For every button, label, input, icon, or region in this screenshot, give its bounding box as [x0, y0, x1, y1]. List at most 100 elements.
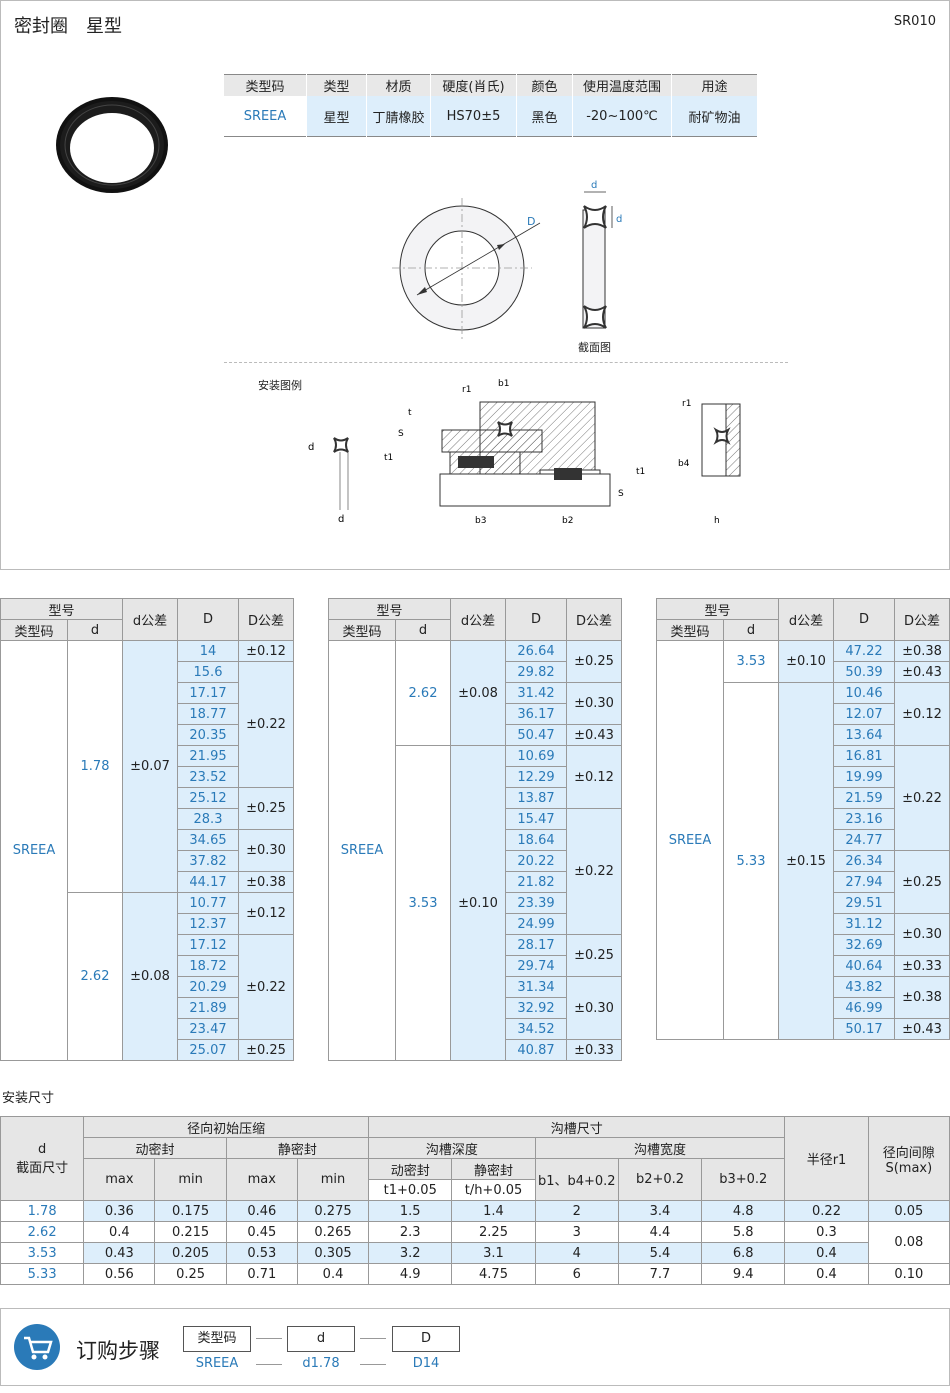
order-box-d: d	[287, 1326, 355, 1352]
D-tol-cell: ±0.30	[566, 976, 622, 1040]
install-cell: 2.62	[0, 1221, 85, 1243]
D-tol-cell: ±0.12	[238, 640, 294, 662]
D-tol-cell: ±0.43	[894, 1018, 950, 1040]
inst-head-max: max	[225, 1158, 298, 1201]
th-dtol: d公差	[450, 598, 506, 641]
install-cell: 0.53	[225, 1242, 298, 1264]
D-cell: 17.17	[177, 682, 239, 704]
install-diagram: d d r1 b1 t S t1 b3 b2 t1 S r1 b4 h	[308, 379, 741, 526]
install-cell: 5.33	[0, 1263, 85, 1285]
d-cell: 3.53	[723, 640, 779, 683]
spec-header: 用途	[671, 74, 758, 96]
D-cell: 50.39	[833, 661, 895, 683]
th-dtol: d公差	[122, 598, 178, 641]
D-cell: 36.17	[505, 703, 567, 725]
th-Dtol: D公差	[566, 598, 622, 641]
D-cell: 31.12	[833, 913, 895, 935]
install-cell: 3	[534, 1221, 619, 1243]
D-tol-cell: ±0.22	[566, 808, 622, 935]
D-cell: 47.22	[833, 640, 895, 662]
product-code: SR010	[893, 14, 936, 29]
D-cell: 29.51	[833, 892, 895, 914]
d-cell: 2.62	[395, 640, 451, 746]
install-cell: 0.36	[83, 1200, 156, 1222]
spec-header: 颜色	[516, 74, 573, 96]
install-cell: 2.25	[451, 1221, 536, 1243]
D-cell: 13.87	[505, 787, 567, 809]
install-cell: 1.78	[0, 1200, 85, 1222]
D-cell: 23.52	[177, 766, 239, 788]
spec-table: 类型码 类型 材质 硬度(肖氏) 颜色 使用温度范围 用途 SREEA 星型 丁…	[224, 74, 758, 137]
D-cell: 31.42	[505, 682, 567, 704]
D-cell: 10.46	[833, 682, 895, 704]
t1-label: t1	[636, 467, 645, 477]
install-example-label: 安装图例	[258, 379, 302, 392]
D-cell: 50.17	[833, 1018, 895, 1040]
install-cell: 3.2	[368, 1242, 453, 1264]
D-cell: 28.3	[177, 808, 239, 830]
D-cell: 29.74	[505, 955, 567, 977]
order-connector	[256, 1338, 282, 1339]
D-cell: 44.17	[177, 871, 239, 893]
dim-d-label: d	[591, 180, 597, 191]
th-D: D	[177, 598, 239, 641]
D-cell: 12.07	[833, 703, 895, 725]
d-tol-cell: ±0.08	[450, 640, 506, 746]
section-caption: 截面图	[578, 340, 611, 354]
install-cell: 0.56	[83, 1263, 156, 1285]
order-box-D: D	[392, 1326, 460, 1352]
dim-d-label: d	[616, 214, 622, 225]
d-tol-cell: ±0.08	[122, 892, 178, 1061]
inst-head-dyn: 动密封	[83, 1137, 227, 1159]
b4-label: b4	[678, 459, 690, 469]
order-value-D: D14	[412, 1356, 440, 1371]
inst-head-r1: 半径r1	[784, 1116, 869, 1201]
install-cell: 0.265	[296, 1221, 370, 1243]
inst-head-groove: 沟槽尺寸	[368, 1116, 786, 1138]
r1-label: r1	[462, 385, 471, 395]
divider	[224, 362, 788, 363]
D-cell: 34.65	[177, 829, 239, 851]
D-tol-cell: ±0.25	[238, 787, 294, 830]
D-cell: 21.82	[505, 871, 567, 893]
th-model: 型号	[0, 598, 123, 620]
spec-header: 材质	[366, 74, 431, 96]
inst-head-b2: b2+0.2	[617, 1158, 703, 1201]
th-D: D	[505, 598, 567, 641]
inst-head-depth: 沟槽深度	[368, 1137, 536, 1159]
d-tol-cell: ±0.10	[450, 745, 506, 1061]
th-type: 类型码	[328, 619, 396, 641]
install-cell: 0.4	[296, 1263, 370, 1285]
spec-cell: SREEA	[224, 96, 307, 137]
D-cell: 18.77	[177, 703, 239, 725]
install-cell: 4.8	[701, 1200, 786, 1222]
inst-head-t1: t1+0.05	[368, 1179, 453, 1201]
D-tol-cell: ±0.38	[238, 871, 294, 893]
D-cell: 15.47	[505, 808, 567, 830]
dim-D-label: D	[527, 215, 535, 228]
D-tol-cell: ±0.12	[894, 682, 950, 746]
D-tol-cell: ±0.25	[566, 934, 622, 977]
spec-header: 硬度(肖氏)	[430, 74, 517, 96]
d-cell: 1.78	[67, 640, 123, 893]
D-cell: 15.6	[177, 661, 239, 683]
install-cell: 0.22	[784, 1200, 869, 1222]
D-tol-cell: ±0.33	[894, 955, 950, 977]
spec-header: 类型码	[224, 74, 307, 96]
page-title: 密封圈 星型	[14, 16, 122, 37]
D-cell: 13.64	[833, 724, 895, 746]
D-tol-cell: ±0.22	[894, 745, 950, 851]
D-cell: 31.34	[505, 976, 567, 998]
D-tol-cell: ±0.22	[238, 661, 294, 788]
inst-head-radial: 径向初始压缩	[83, 1116, 370, 1138]
D-cell: 10.69	[505, 745, 567, 767]
d-cell: 5.33	[723, 682, 779, 1040]
section-view: d d 截面图	[578, 180, 622, 354]
D-cell: 10.77	[177, 892, 239, 914]
th-Dtol: D公差	[238, 598, 294, 641]
install-cell: 0.08	[867, 1221, 950, 1264]
order-value-d: d1.78	[302, 1356, 340, 1371]
